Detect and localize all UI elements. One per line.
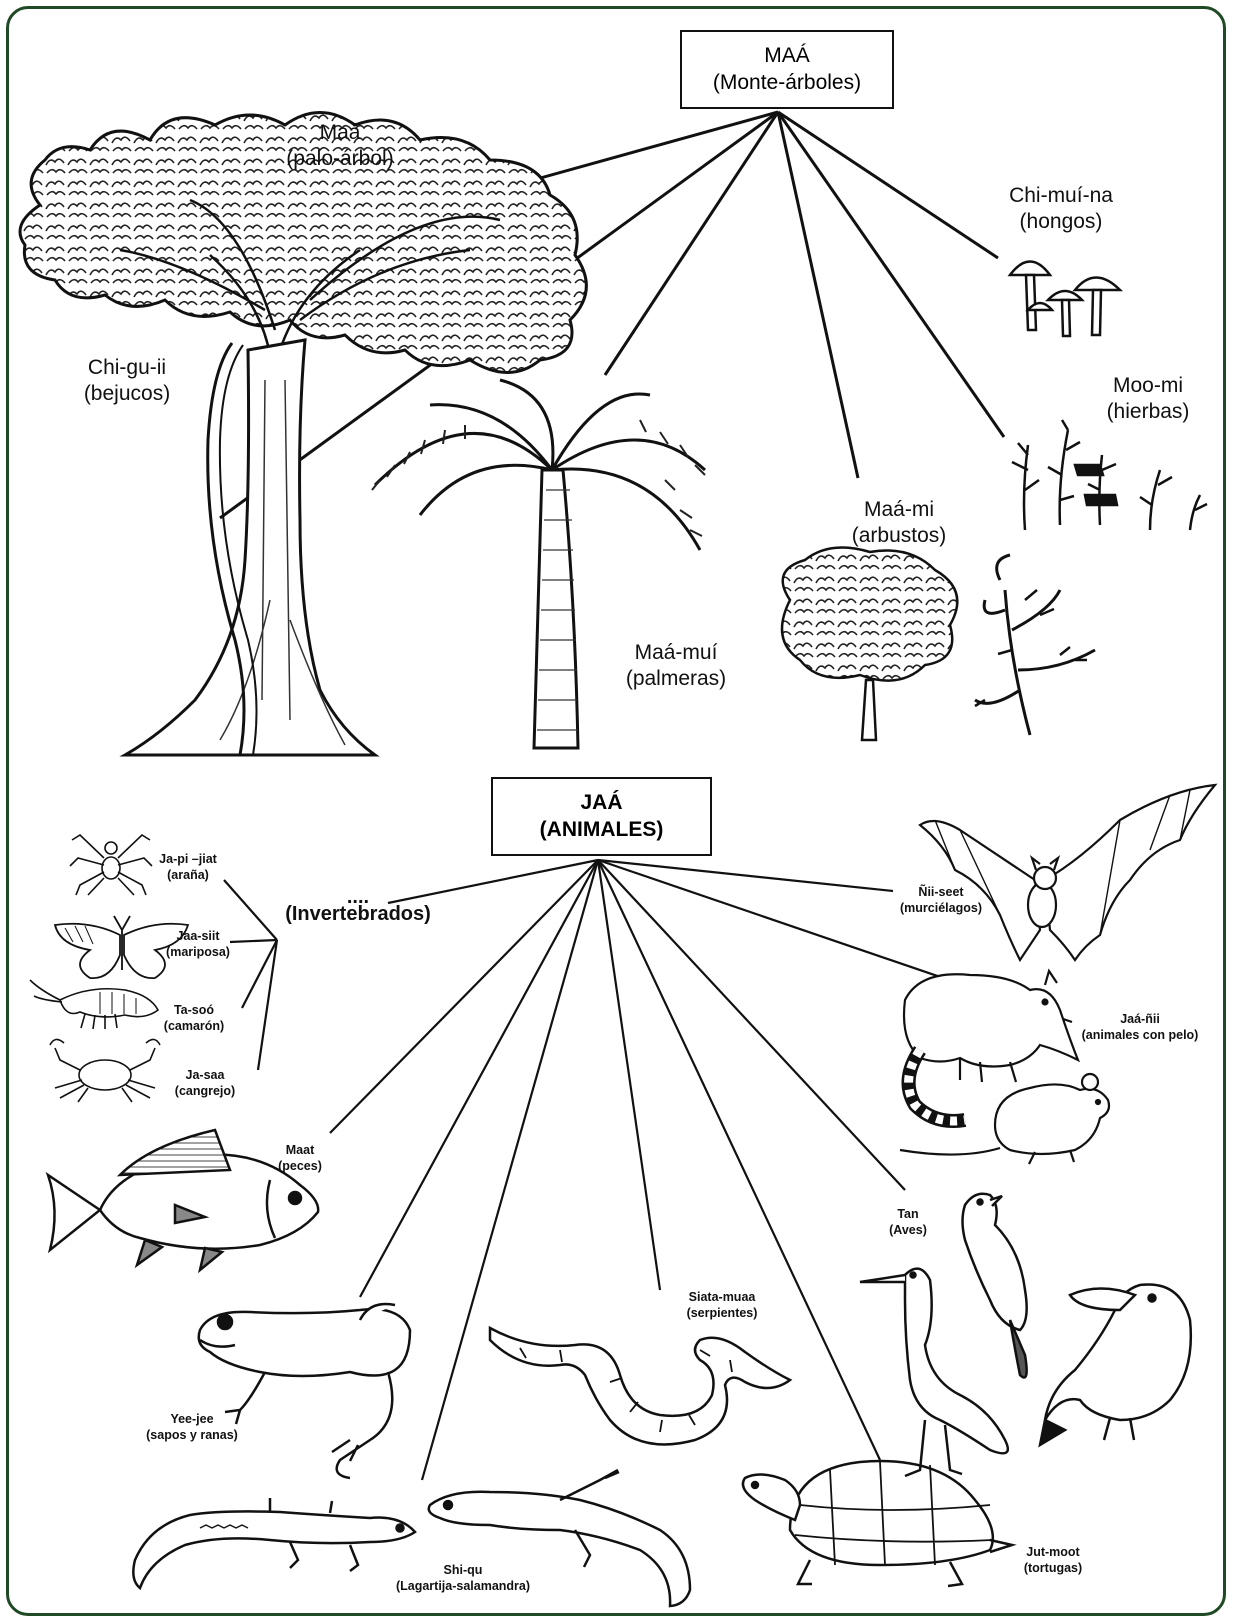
herbs-name: Moo-mi xyxy=(1107,373,1190,399)
fungi-label: Chi-muí-na (hongos) xyxy=(1009,183,1113,236)
connector-herbs xyxy=(778,112,1004,437)
palms-meaning: (palmeras) xyxy=(626,666,726,692)
crab-icon xyxy=(50,1039,160,1102)
lizards-name: Shi-qu xyxy=(396,1563,530,1579)
herbs-label: Moo-mi (hierbas) xyxy=(1107,373,1190,426)
spider-label: Ja-pi –jiat (araña) xyxy=(159,852,217,883)
butterfly-meaning: (mariposa) xyxy=(166,945,230,961)
bats-name: Ñii-seet xyxy=(900,885,982,901)
frogs-name: Yee-jee xyxy=(146,1412,238,1428)
crab-name: Ja-saa xyxy=(175,1068,235,1084)
connector-butterfly xyxy=(230,940,277,942)
turtle-icon xyxy=(743,1461,1012,1586)
vines-meaning: (bejucos) xyxy=(84,381,170,407)
birds-label: Tan (Aves) xyxy=(889,1207,927,1238)
plants-root-box: MAÁ (Monte-árboles) xyxy=(680,30,894,109)
frogs-meaning: (sapos y ranas) xyxy=(146,1428,238,1444)
fungi-name: Chi-muí-na xyxy=(1009,183,1113,209)
mammals-meaning: (animales con pelo) xyxy=(1082,1028,1199,1044)
toucan-icon xyxy=(1040,1284,1191,1445)
birds-name: Tan xyxy=(889,1207,927,1223)
bird-icon xyxy=(963,1194,1027,1378)
vines-name: Chi-gu-ii xyxy=(84,355,170,381)
frog-icon xyxy=(199,1304,410,1478)
plants-root-meaning: (Monte-árboles) xyxy=(682,70,892,96)
animals-root-name: JAÁ xyxy=(493,790,710,816)
shrimp-name: Ta-soó xyxy=(164,1003,224,1019)
turtles-meaning: (tortugas) xyxy=(1024,1561,1082,1577)
turtles-name: Jut-moot xyxy=(1024,1545,1082,1561)
spider-name: Ja-pi –jiat xyxy=(159,852,217,868)
snake-icon xyxy=(490,1328,790,1445)
spider-icon xyxy=(70,835,152,895)
shrimp-label: Ta-soó (camarón) xyxy=(164,1003,224,1034)
spider-meaning: (araña) xyxy=(159,868,217,884)
butterfly-label: Jaa-siit (mariposa) xyxy=(166,929,230,960)
shrubs-name: Maá-mi xyxy=(852,497,947,523)
shrimp-meaning: (camarón) xyxy=(164,1019,224,1035)
tree-meaning: (palo-árbol) xyxy=(286,146,393,172)
vines-label: Chi-gu-ii (bejucos) xyxy=(84,355,170,408)
invertebrates-meaning: (Invertebrados) xyxy=(285,902,431,927)
invertebrates-dots: .... xyxy=(285,892,431,902)
connector-lizards xyxy=(422,860,598,1480)
fish-name: Maat xyxy=(278,1143,322,1159)
butterfly-name: Jaa-siit xyxy=(166,929,230,945)
shrubs-meaning: (arbustos) xyxy=(852,523,947,549)
connector-spider xyxy=(224,880,277,940)
bat-icon xyxy=(920,785,1215,960)
tree-label: Maá (palo-árbol) xyxy=(286,120,393,173)
snakes-label: Siata-muaa (serpientes) xyxy=(687,1290,758,1321)
bats-label: Ñii-seet (murciélagos) xyxy=(900,885,982,916)
fish-meaning: (peces) xyxy=(278,1159,322,1175)
crab-label: Ja-saa (cangrejo) xyxy=(175,1068,235,1099)
lizard-icon xyxy=(133,1498,415,1588)
heron-icon xyxy=(860,1269,1008,1476)
snakes-meaning: (serpientes) xyxy=(687,1306,758,1322)
birds-meaning: (Aves) xyxy=(889,1223,927,1239)
fungi-meaning: (hongos) xyxy=(1009,209,1113,235)
fish-label: Maat (peces) xyxy=(278,1143,322,1174)
herbs-meaning: (hierbas) xyxy=(1107,399,1190,425)
herb-icon xyxy=(1012,420,1207,530)
shrubs-label: Maá-mi (arbustos) xyxy=(852,497,947,550)
invertebrates-label: .... (Invertebrados) xyxy=(285,892,431,927)
snakes-name: Siata-muaa xyxy=(687,1290,758,1306)
bats-meaning: (murciélagos) xyxy=(900,901,982,917)
animals-root-meaning: (ANIMALES) xyxy=(493,817,710,843)
mammals-name: Jaá-ñii xyxy=(1082,1012,1199,1028)
crab-meaning: (cangrejo) xyxy=(175,1084,235,1100)
mushroom-icon xyxy=(1010,262,1120,337)
connector-fungi xyxy=(778,112,998,258)
animals-root-box: JAÁ (ANIMALES) xyxy=(491,777,712,856)
palm-icon xyxy=(372,380,705,748)
mammals-label: Jaá-ñii (animales con pelo) xyxy=(1082,1012,1199,1043)
shrub-icon xyxy=(782,548,1095,741)
lizards-meaning: (Lagartija-salamandra) xyxy=(396,1579,530,1595)
tree-icon xyxy=(20,113,586,756)
frogs-label: Yee-jee (sapos y ranas) xyxy=(146,1412,238,1443)
tree-name: Maá xyxy=(286,120,393,146)
connector-birds xyxy=(598,860,905,1190)
turtles-label: Jut-moot (tortugas) xyxy=(1024,1545,1082,1576)
plants-root-name: MAÁ xyxy=(682,43,892,69)
shrimp-icon xyxy=(30,980,158,1029)
palms-label: Maá-muí (palmeras) xyxy=(626,640,726,693)
palms-name: Maá-muí xyxy=(626,640,726,666)
lizards-label: Shi-qu (Lagartija-salamandra) xyxy=(396,1563,530,1594)
